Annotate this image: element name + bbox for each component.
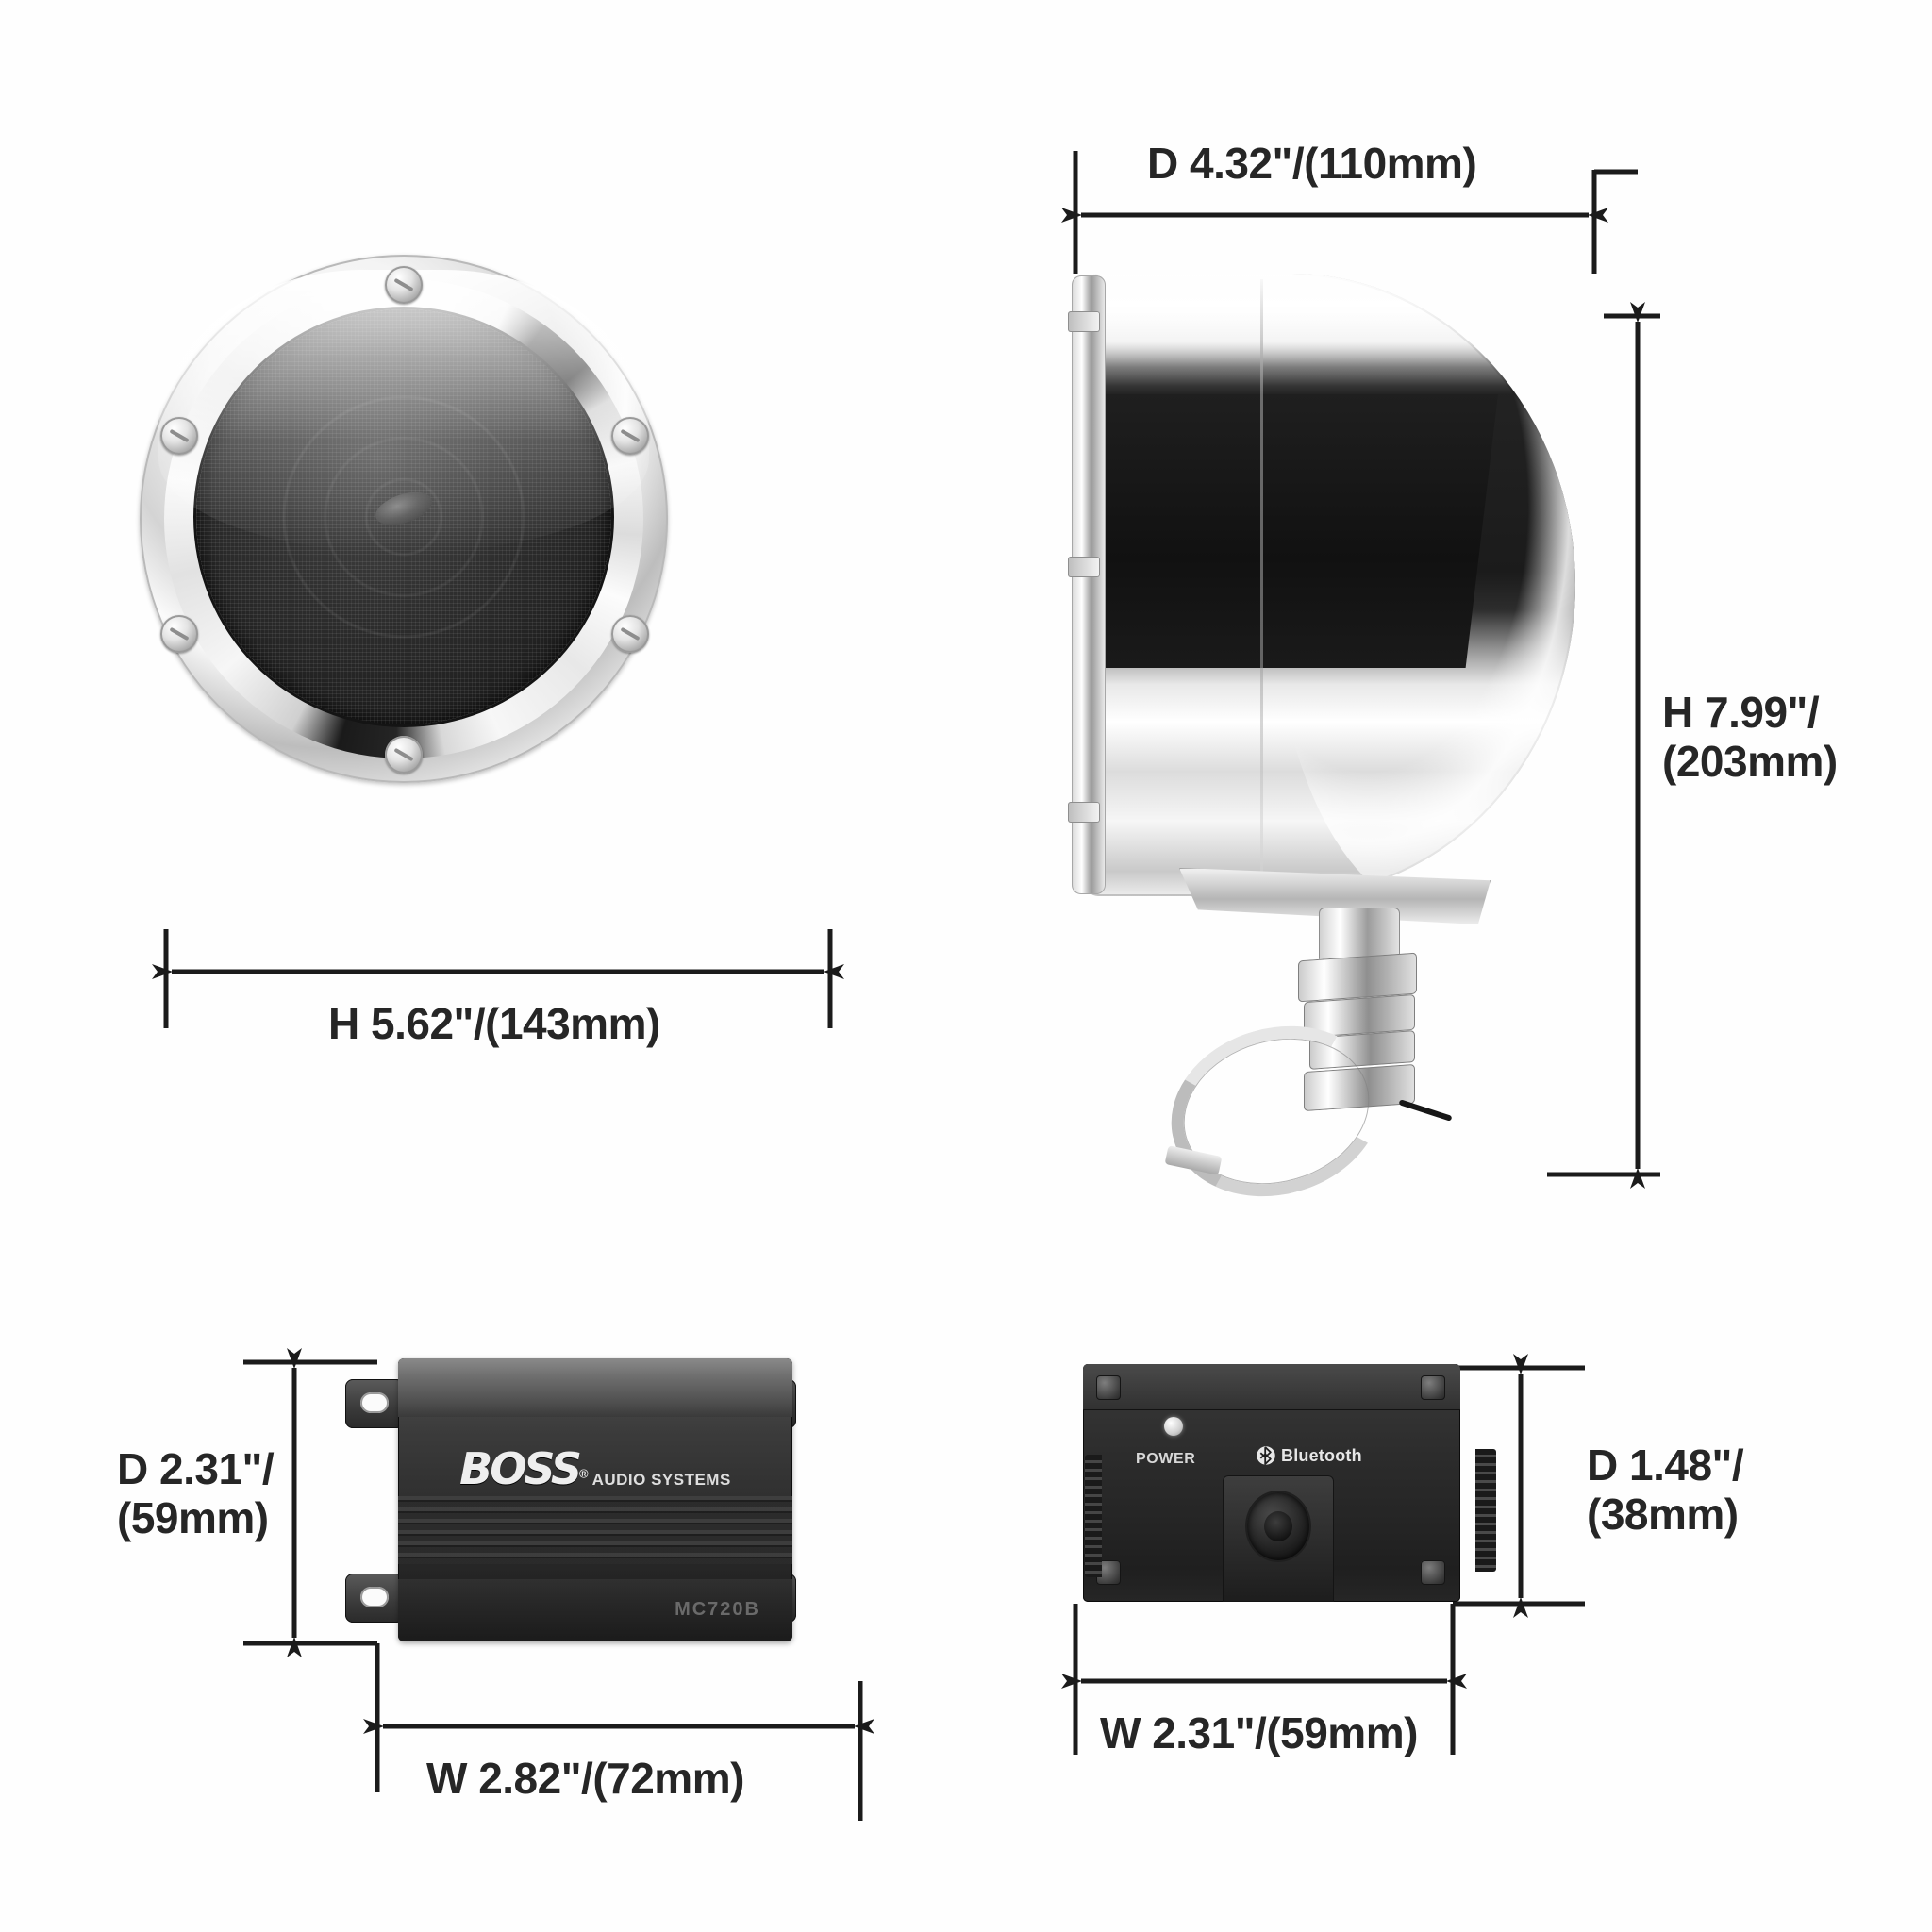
heatsink-fins: [398, 1496, 792, 1564]
amplifier-rear-view: POWER Bluetooth: [1066, 1358, 1496, 1660]
speaker-side-depth-dimension: D 4.32"/(110mm): [1147, 139, 1477, 188]
registered-mark: ®: [578, 1466, 589, 1481]
amplifier-top-view: BOSS®AUDIO SYSTEMS MC720B: [345, 1358, 849, 1660]
speaker-housing: [1085, 274, 1575, 896]
speaker-front-rim: [1072, 275, 1106, 894]
speaker-side-height-dimension: H 7.99"/ (203mm): [1662, 688, 1838, 786]
amplifier-width-dimension: W 2.82"/(72mm): [426, 1754, 744, 1803]
amplifier-model-number: MC720B: [675, 1599, 760, 1620]
bluetooth-badge: Bluetooth: [1257, 1443, 1362, 1468]
rim-notch: [1068, 802, 1100, 823]
brand-name-audio-systems: AUDIO SYSTEMS: [591, 1470, 731, 1489]
chassis-top-cap: [398, 1358, 792, 1417]
rear-fins-right: [1475, 1449, 1496, 1572]
rear-top-shelf: [1083, 1364, 1460, 1410]
power-label: POWER: [1136, 1451, 1196, 1467]
amplifier-rear-width-dimension: W 2.31"/(59mm): [1100, 1708, 1418, 1757]
mounting-screw: [611, 615, 649, 653]
housing-dome-sheen: [1274, 274, 1575, 896]
panel-screw: [1421, 1560, 1445, 1585]
amplifier-rear-panel: POWER Bluetooth: [1083, 1364, 1460, 1602]
amplifier-depth-dimension: D 2.31"/ (59mm): [117, 1444, 275, 1542]
connector-plate: [1223, 1475, 1334, 1602]
mounting-screw: [160, 417, 198, 455]
speaker-side-view: [1066, 274, 1594, 1221]
power-led-indicator: [1164, 1417, 1183, 1436]
amplifier-chassis: BOSS®AUDIO SYSTEMS MC720B: [398, 1358, 792, 1641]
din-connector: [1247, 1492, 1309, 1560]
rim-notch: [1068, 311, 1100, 332]
brand-logo: BOSS®AUDIO SYSTEMS: [398, 1447, 792, 1491]
mounting-screw: [160, 615, 198, 653]
rim-notch: [1068, 557, 1100, 577]
amplifier-rear-depth-dimension: D 1.48"/ (38mm): [1587, 1441, 1744, 1539]
amp-mount-tab: [345, 1379, 404, 1428]
panel-screw: [1096, 1375, 1121, 1400]
panel-screw: [1421, 1375, 1445, 1400]
bluetooth-label: Bluetooth: [1281, 1445, 1362, 1465]
speaker-front-width-dimension: H 5.62"/(143mm): [328, 999, 660, 1048]
speaker-grille-icon: [196, 309, 611, 724]
mounting-screw: [385, 736, 423, 774]
mounting-screw: [611, 417, 649, 455]
housing-seam: [1260, 279, 1263, 883]
brand-name-boss: BOSS: [459, 1443, 582, 1494]
rear-fins-left: [1085, 1455, 1102, 1577]
bluetooth-icon: [1257, 1446, 1275, 1465]
mounting-screw: [385, 266, 423, 304]
speaker-front-view: [140, 255, 668, 783]
amp-mount-tab: [345, 1574, 404, 1623]
chassis-bottom-cap: [398, 1579, 792, 1641]
speaker-wire: [1398, 1099, 1453, 1122]
